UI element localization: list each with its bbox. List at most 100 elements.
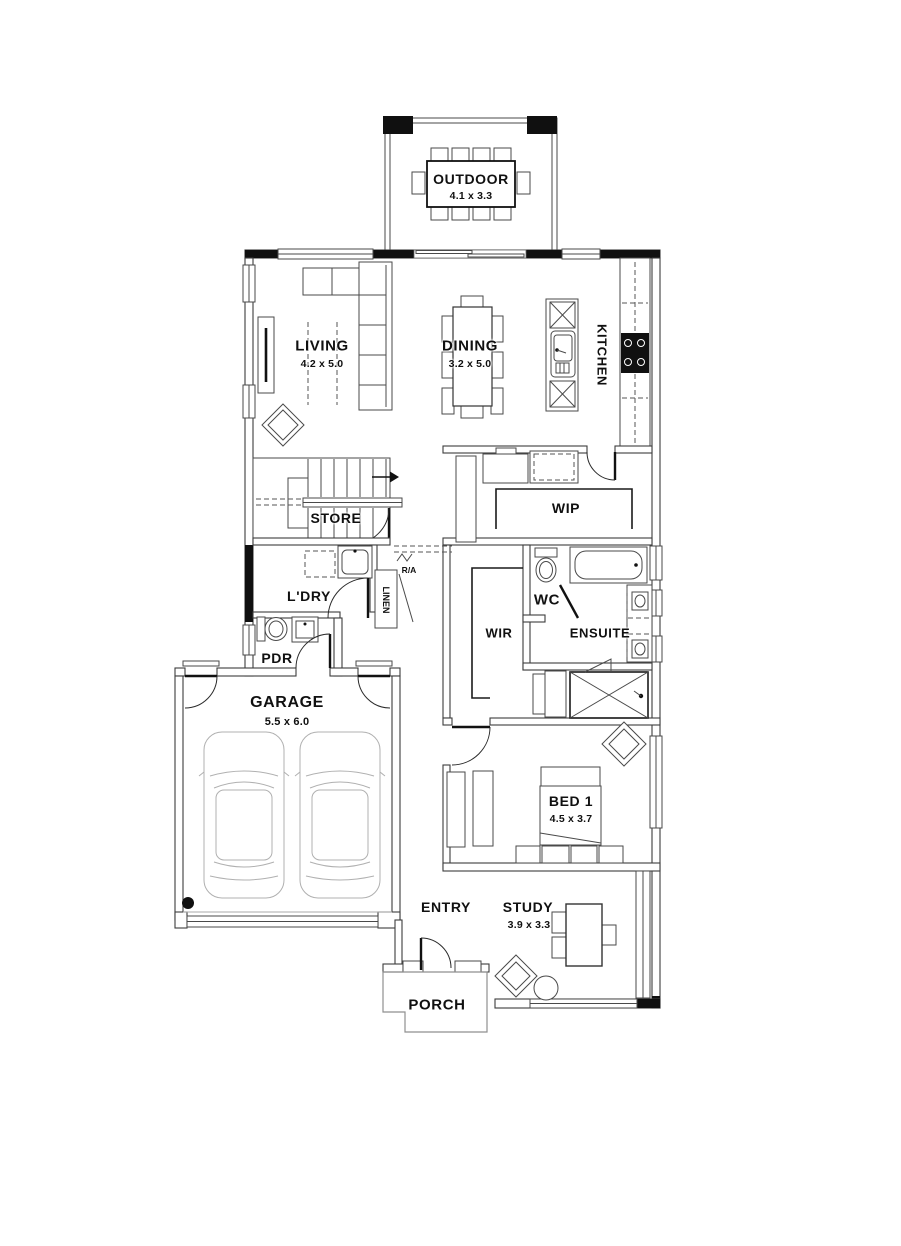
cooktop — [621, 333, 649, 373]
post — [527, 116, 557, 134]
linen-door — [398, 573, 414, 623]
label-pdr: PDR — [261, 650, 293, 666]
window — [529, 998, 638, 1009]
side-table — [261, 403, 305, 447]
fridge-space — [529, 450, 579, 484]
label-dining: DINING — [441, 337, 499, 355]
study-desk — [565, 903, 603, 967]
pdr-door — [295, 633, 332, 669]
return-air-symbol — [396, 553, 413, 562]
garage-entry-door — [357, 674, 391, 709]
window — [561, 248, 601, 260]
window — [242, 624, 256, 656]
bedside-table — [515, 845, 541, 864]
label-garage-dims: 5.5 x 6.0 — [264, 716, 310, 728]
window — [242, 384, 256, 419]
laundry-door — [327, 577, 370, 619]
window — [649, 545, 663, 581]
outdoor-area-walls — [383, 116, 558, 252]
dresser — [472, 770, 494, 847]
sliding-door — [413, 249, 527, 259]
tv-unit — [257, 316, 275, 394]
entry-porch — [382, 919, 490, 1033]
dresser — [446, 771, 466, 848]
window — [649, 735, 663, 829]
label-ensuite: ENSUITE — [569, 625, 631, 641]
linen-closet — [374, 569, 414, 629]
staircase — [252, 457, 403, 546]
up-arrow — [372, 471, 399, 483]
bedroom-door — [451, 725, 491, 766]
lounge-chair — [494, 954, 538, 998]
bed-end-bench — [541, 845, 570, 864]
label-outdoor-dims: 4.1 x 3.3 — [449, 190, 493, 202]
laundry-trough — [337, 545, 373, 579]
vanity — [626, 584, 653, 663]
bedside-table — [598, 845, 624, 864]
outdoor-table — [426, 160, 516, 208]
label-return-air: R/A — [401, 565, 417, 575]
sofa — [302, 261, 393, 411]
study-chair — [601, 924, 617, 946]
shower-door — [584, 658, 612, 673]
dining-table — [452, 306, 493, 407]
washer-space — [304, 550, 336, 578]
kitchen-bench — [619, 257, 651, 449]
window — [649, 635, 663, 663]
wip-pantry — [455, 447, 633, 543]
bath — [569, 546, 648, 584]
sink — [550, 330, 576, 378]
bed — [539, 766, 602, 846]
car — [294, 731, 386, 899]
garage-panel-door — [186, 915, 379, 928]
wc-door — [558, 584, 580, 619]
label-living-dims: 4.2 x 5.0 — [300, 358, 344, 370]
label-wip: WIP — [551, 500, 581, 516]
label-store: STORE — [310, 510, 362, 526]
label-living: LIVING — [295, 337, 349, 355]
kitchen-island — [545, 298, 579, 412]
label-study: STUDY — [502, 899, 554, 915]
garage-side-door — [184, 674, 218, 709]
window — [242, 264, 256, 303]
label-linen: LINEN — [381, 586, 391, 614]
bookshelf — [635, 870, 651, 999]
shower — [569, 658, 649, 719]
floor-waste — [182, 897, 194, 909]
label-garage: GARAGE — [250, 694, 324, 711]
porch-outline — [382, 971, 488, 1033]
study-chair — [551, 911, 567, 934]
post — [383, 116, 413, 134]
toilet — [256, 616, 288, 642]
bed1-furniture — [446, 721, 647, 864]
car — [198, 731, 290, 899]
label-laundry: L'DRY — [287, 588, 331, 604]
dimension-marks — [307, 322, 338, 405]
exterior-walls — [242, 248, 663, 1009]
label-dining-dims: 3.2 x 5.0 — [448, 358, 492, 370]
wc-room — [534, 547, 580, 619]
living-furniture — [257, 261, 393, 447]
garage-walls — [174, 633, 401, 929]
laundry — [304, 545, 373, 619]
powder-room — [256, 616, 319, 643]
label-bed1: BED 1 — [548, 793, 594, 809]
label-kitchen: KITCHEN — [594, 324, 610, 386]
dining-setting — [441, 295, 504, 419]
wip-door — [586, 451, 617, 481]
window — [277, 248, 374, 260]
ottoman — [601, 721, 647, 767]
label-bed1-dims: 4.5 x 3.7 — [549, 813, 593, 825]
label-wc: WC — [533, 591, 561, 609]
armchair — [532, 670, 567, 718]
outdoor-table-setting — [411, 147, 531, 221]
wir-shelving — [471, 567, 523, 699]
front-door — [402, 937, 482, 973]
study-furniture — [494, 870, 651, 1001]
toilet — [534, 547, 558, 583]
round-table — [533, 975, 559, 1001]
bed-end-bench — [570, 845, 598, 864]
label-outdoor: OUTDOOR — [433, 171, 509, 187]
